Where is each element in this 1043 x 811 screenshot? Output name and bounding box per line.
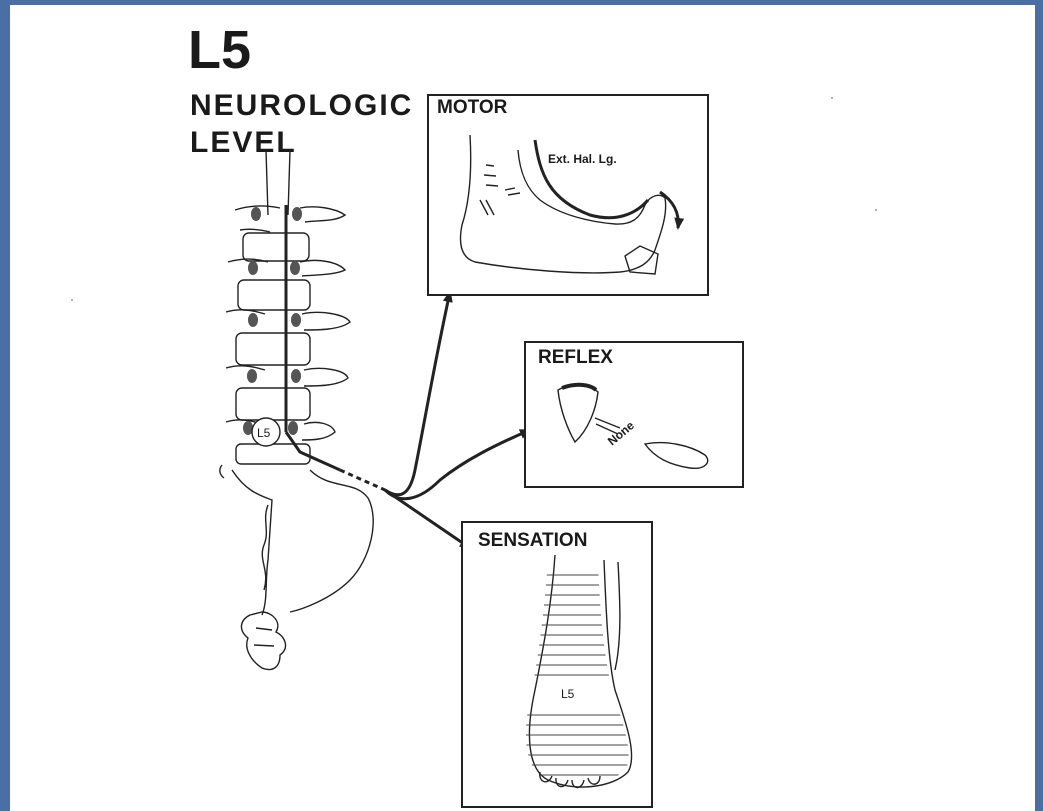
lumbar-spine-illustration: L5 — [220, 150, 385, 669]
sensation-label: SENSATION — [478, 530, 587, 551]
scan-speck — [71, 299, 73, 301]
scan-speck — [875, 209, 877, 211]
motor-panel: MOTOR Ext. Hal. Lg. — [428, 95, 708, 295]
sensation-dermatome-label: L5 — [561, 687, 575, 701]
vertebra-l5: L5 — [226, 418, 335, 464]
motor-muscle-label: Ext. Hal. Lg. — [548, 152, 617, 166]
vertebra-l3 — [226, 310, 350, 365]
title-level: L5 — [188, 20, 251, 80]
motor-label: MOTOR — [437, 97, 508, 118]
sensation-panel: SENSATION L5 — [462, 522, 652, 807]
scan-speck — [831, 97, 833, 99]
arrow-to-sensation — [385, 490, 470, 548]
reflex-panel: REFLEX None — [525, 342, 743, 487]
reflex-label: REFLEX — [538, 347, 613, 368]
arrow-to-motor — [385, 292, 450, 495]
title-line1: NEUROLOGIC — [190, 89, 413, 122]
title-line2: LEVEL — [190, 126, 297, 159]
nerve-arrows — [385, 292, 530, 548]
l5-level-label: L5 — [257, 426, 271, 440]
vertebra-l1 — [235, 206, 345, 261]
